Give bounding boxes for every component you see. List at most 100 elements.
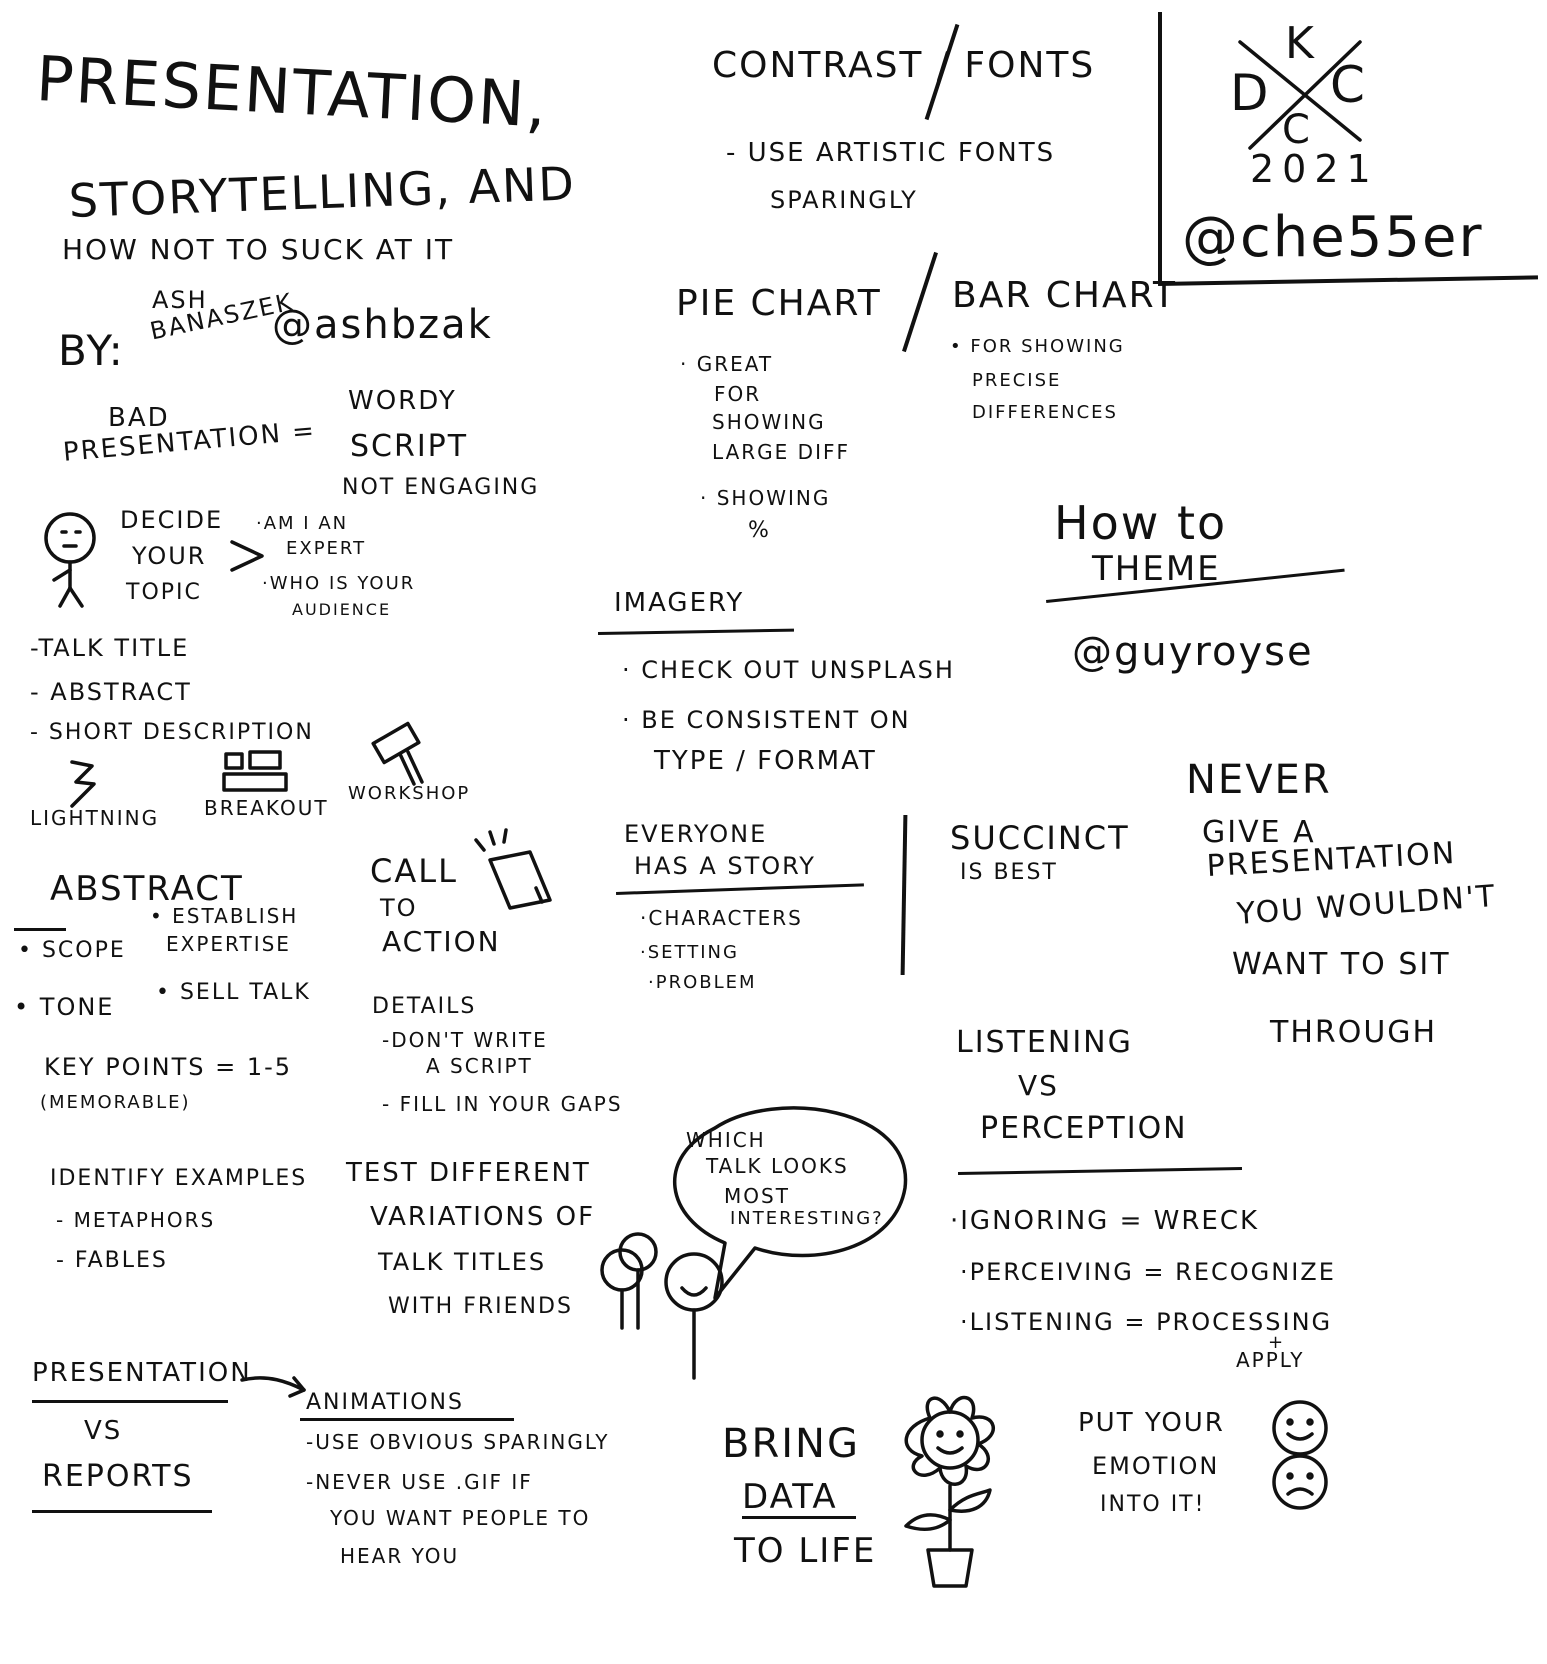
presentation-underline <box>32 1400 228 1403</box>
title-line-3: How not to suck at it <box>62 233 455 266</box>
details-item-3: - Fill in your gaps <box>382 1092 623 1116</box>
speech-bubble-line-3: most <box>724 1184 790 1208</box>
decide-label-3: Topic <box>126 580 202 605</box>
breakout-icon <box>222 750 288 792</box>
bring-data-1: Bring <box>722 1421 860 1467</box>
speech-bubble-line-2: Talk looks <box>706 1154 849 1178</box>
theme-handle: @guyroyse <box>1072 629 1314 675</box>
pie-item-3: Showing <box>712 410 826 434</box>
bad-presentation-label-1: Bad <box>108 403 170 433</box>
emotion-line-3: into it! <box>1100 1492 1206 1517</box>
speech-bubble-line-1: Which <box>686 1128 766 1152</box>
format-breakout: Breakout <box>204 796 329 820</box>
story-item-2: ·Setting <box>640 942 739 963</box>
abstract-heading: Abstract <box>50 869 244 909</box>
listening-heading-1: Listening <box>956 1025 1133 1060</box>
pie-item-1: · Great <box>680 352 774 376</box>
succinct-line-1: Succinct <box>950 819 1130 857</box>
bring-data-3: To Life <box>734 1531 877 1571</box>
test-line-4: With Friends <box>388 1294 573 1319</box>
hammer-icon <box>371 721 424 786</box>
imagery-item-1: · Check out Unsplash <box>622 656 955 684</box>
decide-question-2: Expert <box>286 538 367 559</box>
test-line-3: Talk Titles <box>378 1248 547 1276</box>
badge-year: 2021 <box>1250 147 1379 191</box>
author-handle: @ashbzak <box>272 302 493 348</box>
animations-heading: Animations <box>306 1390 464 1415</box>
never-line-1: Never <box>1186 757 1332 803</box>
pie-chart-heading: Pie Chart <box>676 283 882 324</box>
identify-heading: Identify examples <box>50 1166 308 1191</box>
details-item-2: A Script <box>426 1054 533 1078</box>
animations-item-2: -Never use .gif if <box>306 1470 533 1494</box>
key-points-note: (memorable) <box>40 1092 191 1113</box>
listening-item-5: Apply <box>1236 1348 1305 1372</box>
abstract-item-establish: • Establish <box>150 904 299 928</box>
call-to-action-1: Call <box>370 852 458 890</box>
contrast-heading: Contrast / Fonts <box>712 45 1096 86</box>
happy-face-icon <box>1272 1400 1328 1456</box>
listening-heading-3: Perception <box>980 1111 1188 1146</box>
badge-letter-c-bottom: C <box>1282 107 1312 153</box>
badge-border-left <box>1158 12 1162 284</box>
sad-face-icon <box>1272 1454 1328 1510</box>
bad-item-not-engaging: Not Engaging <box>342 475 540 500</box>
thinking-person-icon <box>44 512 96 608</box>
details-heading: Details <box>372 994 477 1019</box>
listening-item-3: ·Listening = Processing <box>960 1308 1333 1336</box>
lightning-icon <box>70 760 96 808</box>
animations-item-1: -Use obvious sparingly <box>306 1430 610 1454</box>
decide-question-1: ·Am I an <box>256 513 349 534</box>
key-points: Key Points = 1-5 <box>44 1053 293 1081</box>
bad-item-wordy: Wordy <box>348 386 457 416</box>
abstract-item-tone: • Tone <box>14 993 115 1021</box>
listening-item-2: ·Perceiving = Recognize <box>960 1258 1336 1286</box>
imagery-heading: Imagery <box>614 588 745 618</box>
talk-list-title: -Talk Title <box>30 634 190 662</box>
never-line-5: Want to sit <box>1232 947 1451 982</box>
badge-letter-k: K <box>1285 18 1316 69</box>
theme-line-1: How to <box>1054 496 1228 550</box>
abstract-item-scope: • Scope <box>18 938 126 963</box>
bar-chart-heading: Bar Chart <box>952 275 1177 316</box>
bad-item-script: Script <box>350 429 469 464</box>
details-item-1: -Don't Write <box>382 1028 548 1052</box>
succinct-line-2: is best <box>960 860 1058 885</box>
author-first-name: Ash <box>152 286 208 314</box>
author-by: By: <box>58 326 125 375</box>
identify-fables: - Fables <box>56 1248 168 1273</box>
emotion-line-1: Put your <box>1078 1408 1225 1438</box>
identify-metaphors: - Metaphors <box>56 1208 216 1232</box>
data-underline <box>742 1516 856 1519</box>
test-line-1: Test Different <box>346 1158 591 1188</box>
decide-question-3: ·Who is your <box>262 573 416 594</box>
never-line-6: Through <box>1270 1015 1438 1050</box>
imagery-item-2: · Be Consistent on <box>622 706 911 734</box>
bar-item-3: Differences <box>972 402 1118 423</box>
megaphone-icon <box>474 828 552 910</box>
bar-item-2: Precise <box>972 370 1062 391</box>
decide-label-1: Decide <box>120 506 224 534</box>
story-item-1: ·Characters <box>640 906 803 930</box>
presentation-vs-2: VS <box>84 1416 123 1446</box>
emotion-line-2: Emotion <box>1092 1452 1220 1480</box>
presentation-vs-1: Presentation <box>32 1358 252 1388</box>
listening-heading-2: VS <box>1018 1069 1059 1102</box>
friends-icon <box>600 1232 724 1380</box>
contrast-item-2: Sparingly <box>770 186 918 214</box>
call-to-action-3: Action <box>382 925 501 958</box>
reports-underline <box>32 1510 212 1513</box>
call-to-action-2: To <box>380 894 418 922</box>
abstract-item-sell-talk: • Sell Talk <box>156 980 311 1005</box>
greater-than-icon <box>230 540 264 572</box>
talk-list-abstract: - Abstract <box>30 678 192 706</box>
animations-underline <box>300 1418 514 1421</box>
badge-letter-c-right: C <box>1330 56 1367 114</box>
arrow-right-icon <box>240 1376 306 1398</box>
badge-letter-d: D <box>1230 64 1271 122</box>
story-heading-1: Everyone <box>624 820 768 848</box>
animations-item-4: hear you <box>340 1544 460 1568</box>
presentation-vs-3: Reports <box>42 1459 194 1494</box>
